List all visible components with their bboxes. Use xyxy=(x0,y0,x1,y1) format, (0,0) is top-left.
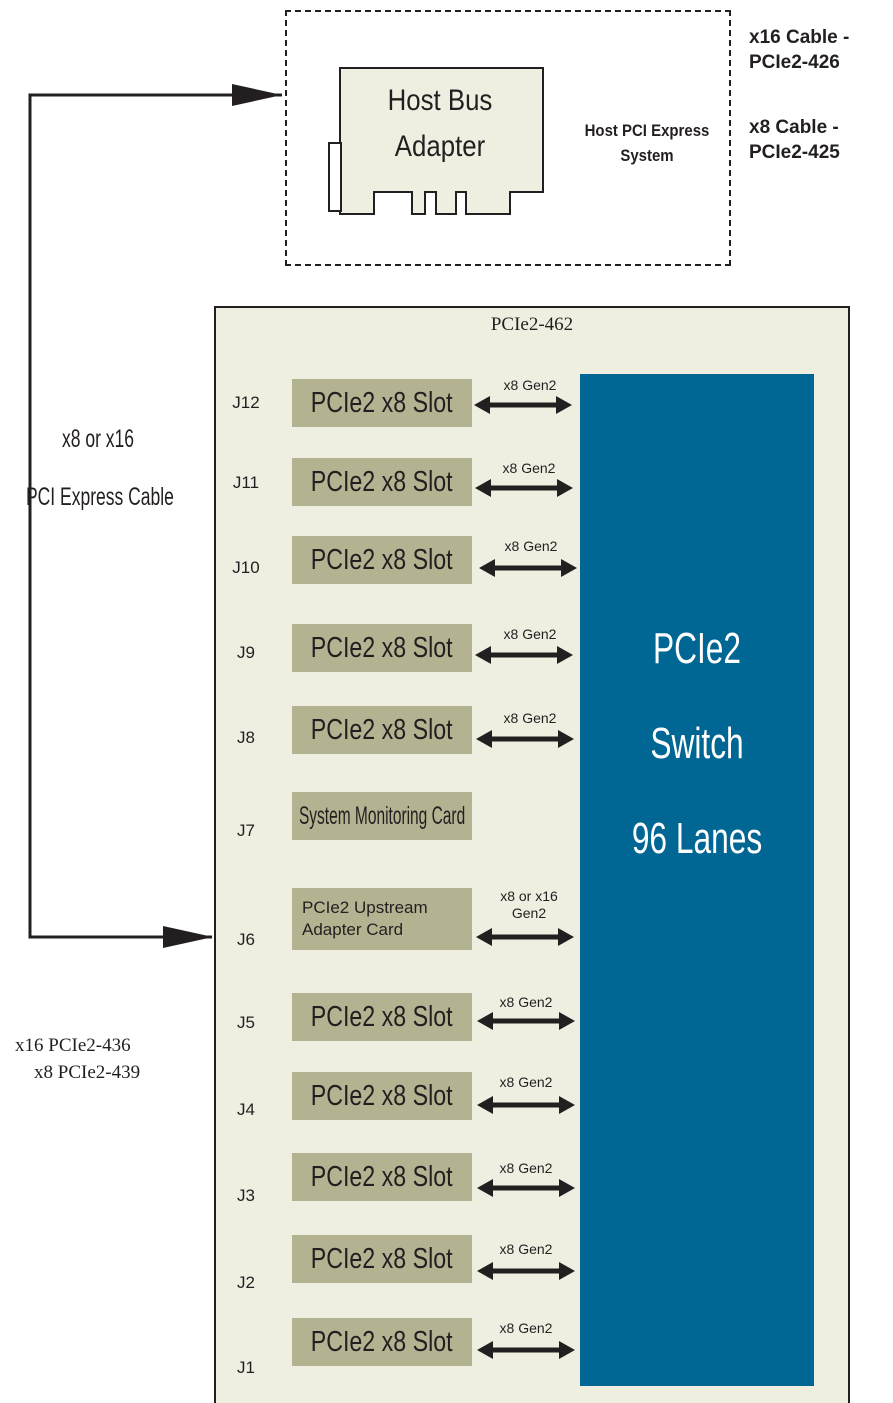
link-arrow-j11 xyxy=(475,479,573,497)
slot-j6-upstream-adapter: PCIe2 Upstream Adapter Card xyxy=(292,888,472,950)
link-label-j6: x8 or x16 Gen2 xyxy=(500,888,558,921)
cable-option-x8: x8 Cable - PCIe2-425 xyxy=(749,117,840,163)
link-label-j11: x8 Gen2 xyxy=(502,460,556,476)
switch-label-line2: Switch xyxy=(650,719,744,768)
slot-j8: PCIe2 x8 Slot xyxy=(292,706,472,754)
link-label-j8: x8 Gen2 xyxy=(503,710,557,726)
host-bus-adapter-card xyxy=(328,67,544,215)
slot-j10: PCIe2 x8 Slot xyxy=(292,536,472,584)
link-label-j2: x8 Gen2 xyxy=(499,1241,553,1257)
slot-j5: PCIe2 x8 Slot xyxy=(292,993,472,1041)
connector-j1: J1 xyxy=(237,1358,255,1377)
chassis-title: PCIe2-462 xyxy=(490,314,574,335)
slot-j4: PCIe2 x8 Slot xyxy=(292,1072,472,1120)
hba-bracket xyxy=(328,142,342,212)
link-arrow-j9 xyxy=(475,646,573,664)
link-arrow-j10 xyxy=(479,559,577,577)
link-label-j5: x8 Gen2 xyxy=(499,994,553,1010)
connector-j9: J9 xyxy=(237,643,255,662)
switch-label-line1: PCIe2 xyxy=(652,624,742,673)
connector-j4: J4 xyxy=(237,1100,255,1119)
connector-j11: J11 xyxy=(232,473,260,492)
link-label-j1: x8 Gen2 xyxy=(499,1320,553,1336)
slot-j3: PCIe2 x8 Slot xyxy=(292,1153,472,1201)
arrowhead-to-j6 xyxy=(163,926,213,948)
hba-label: Host Bus Adapter xyxy=(387,84,493,163)
arrowhead-to-hba xyxy=(232,84,282,106)
cable-option-x16: x16 Cable - PCIe2-426 xyxy=(749,27,850,73)
slot-j2: PCIe2 x8 Slot xyxy=(292,1235,472,1283)
slot-j7-monitoring-card: System Monitoring Card xyxy=(292,792,472,840)
adapter-model-x16: x16 PCIe2-436 xyxy=(15,1035,131,1056)
link-arrow-j4 xyxy=(477,1096,575,1114)
connector-j6: J6 xyxy=(237,930,255,949)
connector-j8: J8 xyxy=(237,728,255,747)
connector-j7: J7 xyxy=(237,821,255,840)
host-system-title: Host PCI Express System xyxy=(584,121,710,165)
connector-j5: J5 xyxy=(237,1013,255,1032)
link-label-j3: x8 Gen2 xyxy=(499,1160,553,1176)
connector-j10: J10 xyxy=(232,558,260,577)
link-arrow-j5 xyxy=(477,1012,575,1030)
connector-j12: J12 xyxy=(232,393,260,412)
connector-j3: J3 xyxy=(237,1186,255,1205)
link-arrow-j3 xyxy=(477,1179,575,1197)
slot-j12: PCIe2 x8 Slot xyxy=(292,379,472,427)
link-label-j12: x8 Gen2 xyxy=(503,377,557,393)
connector-j2: J2 xyxy=(237,1273,255,1292)
adapter-model-x8: x8 PCIe2-439 xyxy=(34,1062,141,1083)
pcie2-switch: PCIe2 Switch 96 Lanes xyxy=(580,374,814,1386)
link-arrow-j8 xyxy=(476,730,574,748)
link-label-j10: x8 Gen2 xyxy=(504,538,558,554)
host-system-box xyxy=(285,10,731,266)
slot-j1: PCIe2 x8 Slot xyxy=(292,1318,472,1366)
link-arrow-j2 xyxy=(477,1262,575,1280)
slot-j9: PCIe2 x8 Slot xyxy=(292,624,472,672)
slot-j11: PCIe2 x8 Slot xyxy=(292,458,472,506)
link-arrow-j1 xyxy=(477,1341,575,1359)
switch-label-line3: 96 Lanes xyxy=(631,814,763,863)
link-label-j4: x8 Gen2 xyxy=(499,1074,553,1090)
cable-label-line1: x8 or x16 xyxy=(62,425,134,453)
link-label-j9: x8 Gen2 xyxy=(503,626,557,642)
link-arrow-j6 xyxy=(476,928,574,946)
cable-label-line2: PCI Express Cable xyxy=(26,483,174,511)
link-arrow-j12 xyxy=(474,396,572,414)
